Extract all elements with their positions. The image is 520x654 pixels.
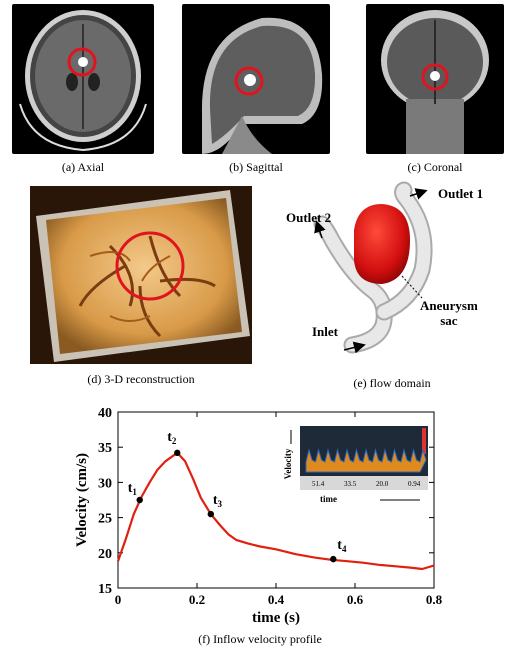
caption-coronal: (c) Coronal [407, 160, 463, 174]
inset-readout: 33.5 [344, 480, 357, 488]
velocity-chart-svg: 0 0.2 0.4 0.6 0.8 15 20 25 30 35 40 time (s) Velocit… [74, 406, 443, 626]
caption-flow-domain: (e) flow domain [353, 376, 431, 390]
x-tick-label: 0.8 [426, 592, 443, 607]
y-tick-label: 35 [98, 441, 112, 456]
outlet-2-label: Outlet 2 [286, 210, 332, 225]
caption-sagittal: (b) Sagittal [229, 160, 283, 174]
caption-velocity-profile: (f) Inflow velocity profile [198, 632, 322, 646]
axial-ct-image [12, 4, 154, 154]
marker-point [174, 449, 181, 457]
outlet-1-label: Outlet 1 [438, 186, 484, 201]
aneurysm-label-line1: Aneurysm [420, 298, 478, 313]
marker-point [330, 555, 337, 563]
marker-point [136, 496, 143, 504]
aneurysm-label-line2: sac [440, 313, 458, 328]
caption-axial: (a) Axial [61, 160, 105, 174]
velocity-line [116, 451, 435, 571]
x-tick-label: 0.4 [268, 592, 285, 607]
inset-waveform [305, 448, 427, 473]
inset-readout: 51.4 [312, 480, 325, 488]
x-tick-label: 0 [115, 592, 122, 607]
inset-readout: 20.0 [376, 480, 389, 488]
inset-readout-strip [300, 476, 428, 490]
x-axis-label: time (s) [252, 610, 300, 626]
marker-label: t1 [128, 481, 138, 497]
x-tick-label: 0.2 [189, 592, 205, 607]
flow-domain-diagram: Outlet 1 Outlet 2 Inlet Aneurysm sac [272, 180, 512, 375]
y-tick-label: 15 [98, 582, 112, 597]
y-tick-label: 30 [98, 476, 112, 491]
marker-label: t3 [213, 493, 223, 509]
caption-3d-reconstruction: (d) 3-D reconstruction [87, 372, 195, 386]
sagittal-ct-image [182, 4, 330, 154]
inset-x-label: time [320, 494, 337, 504]
y-tick-label: 40 [98, 406, 112, 421]
inset-readout: 0.94 [408, 480, 421, 488]
marker-point [207, 510, 215, 518]
y-tick-label: 25 [98, 512, 112, 527]
marker-label: t2 [167, 430, 177, 446]
inset-colorbar [422, 428, 426, 454]
velocity-chart: 0 0.2 0.4 0.6 0.8 15 20 25 30 35 40 time (s) Velocit… [0, 398, 520, 628]
inset-y-label: Velocity [283, 448, 293, 479]
3d-reconstruction-image [30, 186, 252, 364]
coronal-ct-image [366, 4, 504, 154]
inlet-label: Inlet [312, 324, 338, 339]
x-tick-label: 0.6 [347, 592, 364, 607]
aneurysm-sac-label: Aneurysm sac [420, 298, 478, 328]
y-tick-label: 20 [98, 547, 112, 562]
marker-label: t4 [337, 538, 347, 554]
y-axis-label: Velocity (cm/s) [74, 453, 90, 547]
